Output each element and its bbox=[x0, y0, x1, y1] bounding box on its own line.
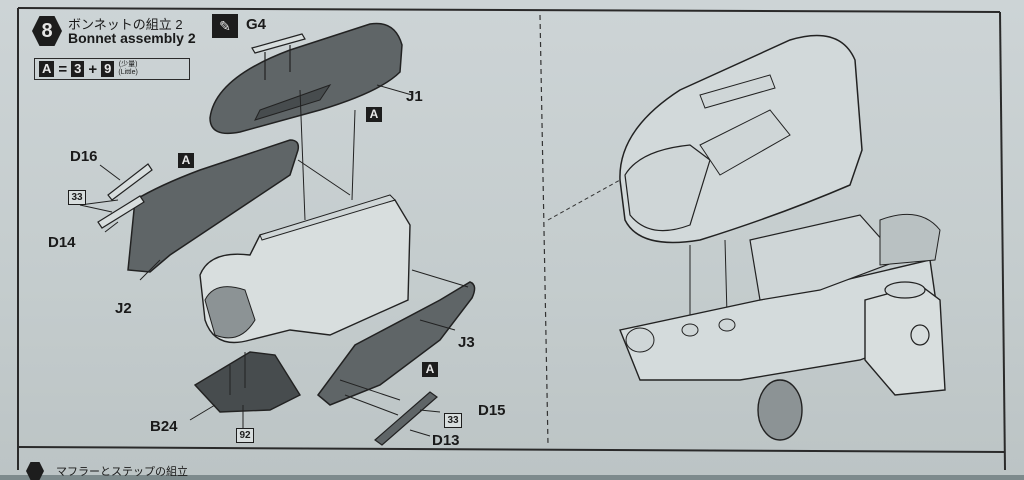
label-j1: J1 bbox=[406, 88, 423, 105]
label-d16: D16 bbox=[70, 148, 98, 165]
next-step-title: マフラーとステップの組立 bbox=[56, 466, 188, 478]
formula-note-en: (Little) bbox=[118, 69, 138, 76]
label-d15: D15 bbox=[478, 402, 506, 419]
step-title-jp: ボンネットの組立 2 bbox=[68, 17, 183, 32]
paint-code-33-d14: 33 bbox=[68, 190, 86, 205]
step-number-badge: 8 bbox=[32, 16, 62, 46]
paint-code-92-b24: 92 bbox=[236, 428, 254, 443]
frame-top-line bbox=[17, 7, 1001, 13]
formula-equals: = bbox=[58, 60, 68, 78]
paint-code-a-j3: A bbox=[422, 362, 438, 377]
formula-plus: + bbox=[88, 60, 98, 78]
part-j1-window bbox=[254, 84, 332, 121]
label-b24: B24 bbox=[150, 418, 178, 435]
part-j3-shape bbox=[316, 281, 476, 406]
divider-dashed-line bbox=[539, 14, 549, 446]
label-d14: D14 bbox=[48, 234, 76, 251]
part-d14-shape bbox=[97, 195, 145, 229]
formula-result: A bbox=[39, 61, 55, 77]
step-title-en: Bonnet assembly 2 bbox=[68, 30, 196, 46]
paint-code-33-d13: 33 bbox=[444, 413, 462, 428]
glue-icon: ✎ bbox=[212, 14, 238, 38]
label-d13: D13 bbox=[432, 432, 460, 449]
formula-second: 9 bbox=[101, 61, 115, 77]
label-g4: G4 bbox=[246, 16, 267, 33]
formula-first: 3 bbox=[71, 61, 85, 77]
part-j2-shape bbox=[127, 139, 300, 273]
part-d16-shape bbox=[107, 163, 153, 201]
assembled-wheel-shape bbox=[757, 379, 803, 441]
paint-mix-formula: A = 3 + 9 (少量) (Little) bbox=[34, 58, 190, 80]
part-d15-d13-shape bbox=[374, 391, 438, 446]
paint-code-a-j2: A bbox=[178, 153, 194, 168]
assembled-tank-shape bbox=[864, 284, 946, 396]
formula-note-jp: (少量) bbox=[118, 61, 138, 68]
part-g4-shape bbox=[251, 33, 306, 54]
formula-note: (少量) (Little) bbox=[118, 61, 137, 77]
label-j2: J2 bbox=[115, 300, 132, 317]
chassis-body-shape bbox=[199, 199, 411, 344]
part-b24-shape bbox=[193, 351, 302, 413]
label-j3: J3 bbox=[458, 334, 475, 351]
frame-right-line bbox=[999, 11, 1006, 471]
frame-bottom-line bbox=[17, 446, 1006, 453]
paint-code-a-j1: A bbox=[366, 107, 382, 122]
part-j1-shape bbox=[209, 22, 403, 135]
